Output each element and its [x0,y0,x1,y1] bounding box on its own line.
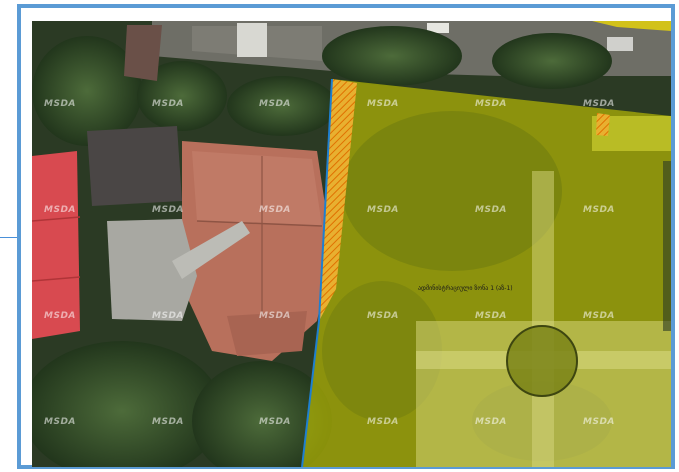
dark-roof-building [87,126,182,206]
watermark: MSDA [475,311,507,321]
watermark: MSDA [44,205,76,215]
parked-car-2 [607,37,633,51]
watermark: MSDA [259,205,291,215]
watermark: MSDA [583,311,615,321]
watermark: MSDA [152,417,184,427]
leader-line [0,237,18,238]
watermark: MSDA [367,205,399,215]
tree [192,361,332,467]
tree [492,33,612,89]
watermark: MSDA [475,417,507,427]
parked-car [427,23,449,33]
grey-roof-section [107,219,197,321]
watermark: MSDA [259,99,291,109]
watermark: MSDA [259,417,291,427]
watermark: MSDA [259,311,291,321]
tree [322,26,462,86]
zone-boundary[interactable] [301,78,333,467]
aerial-map [32,21,671,467]
watermark: MSDA [152,311,184,321]
hatched-marker[interactable] [596,113,610,136]
small-roof [124,25,162,81]
watermark: MSDA [367,417,399,427]
watermark: MSDA [44,417,76,427]
watermark: MSDA [583,417,615,427]
map-frame: MSDA MSDA MSDA MSDA MSDA MSDA MSDA MSDA … [17,4,675,469]
watermark: MSDA [475,99,507,109]
red-roof-building [32,151,80,339]
watermark: MSDA [152,99,184,109]
parked-vehicle [237,23,267,57]
watermark: MSDA [475,205,507,215]
tree [227,76,337,136]
watermark: MSDA [367,311,399,321]
aerial-map-viewport[interactable]: MSDA MSDA MSDA MSDA MSDA MSDA MSDA MSDA … [32,21,671,467]
hatched-strip[interactable] [319,79,357,321]
watermark: MSDA [367,99,399,109]
watermark: MSDA [583,99,615,109]
grey-roof-connector [172,221,250,279]
fountain [506,325,578,397]
watermark: MSDA [152,205,184,215]
tree [32,36,142,146]
zone-label: ადმინისტრაციული ზონა 1 (აზ-1) [418,285,513,292]
watermark: MSDA [44,311,76,321]
top-strip [592,21,671,31]
watermark: MSDA [583,205,615,215]
watermark: MSDA [44,99,76,109]
tree [32,341,222,467]
tree [137,61,227,131]
